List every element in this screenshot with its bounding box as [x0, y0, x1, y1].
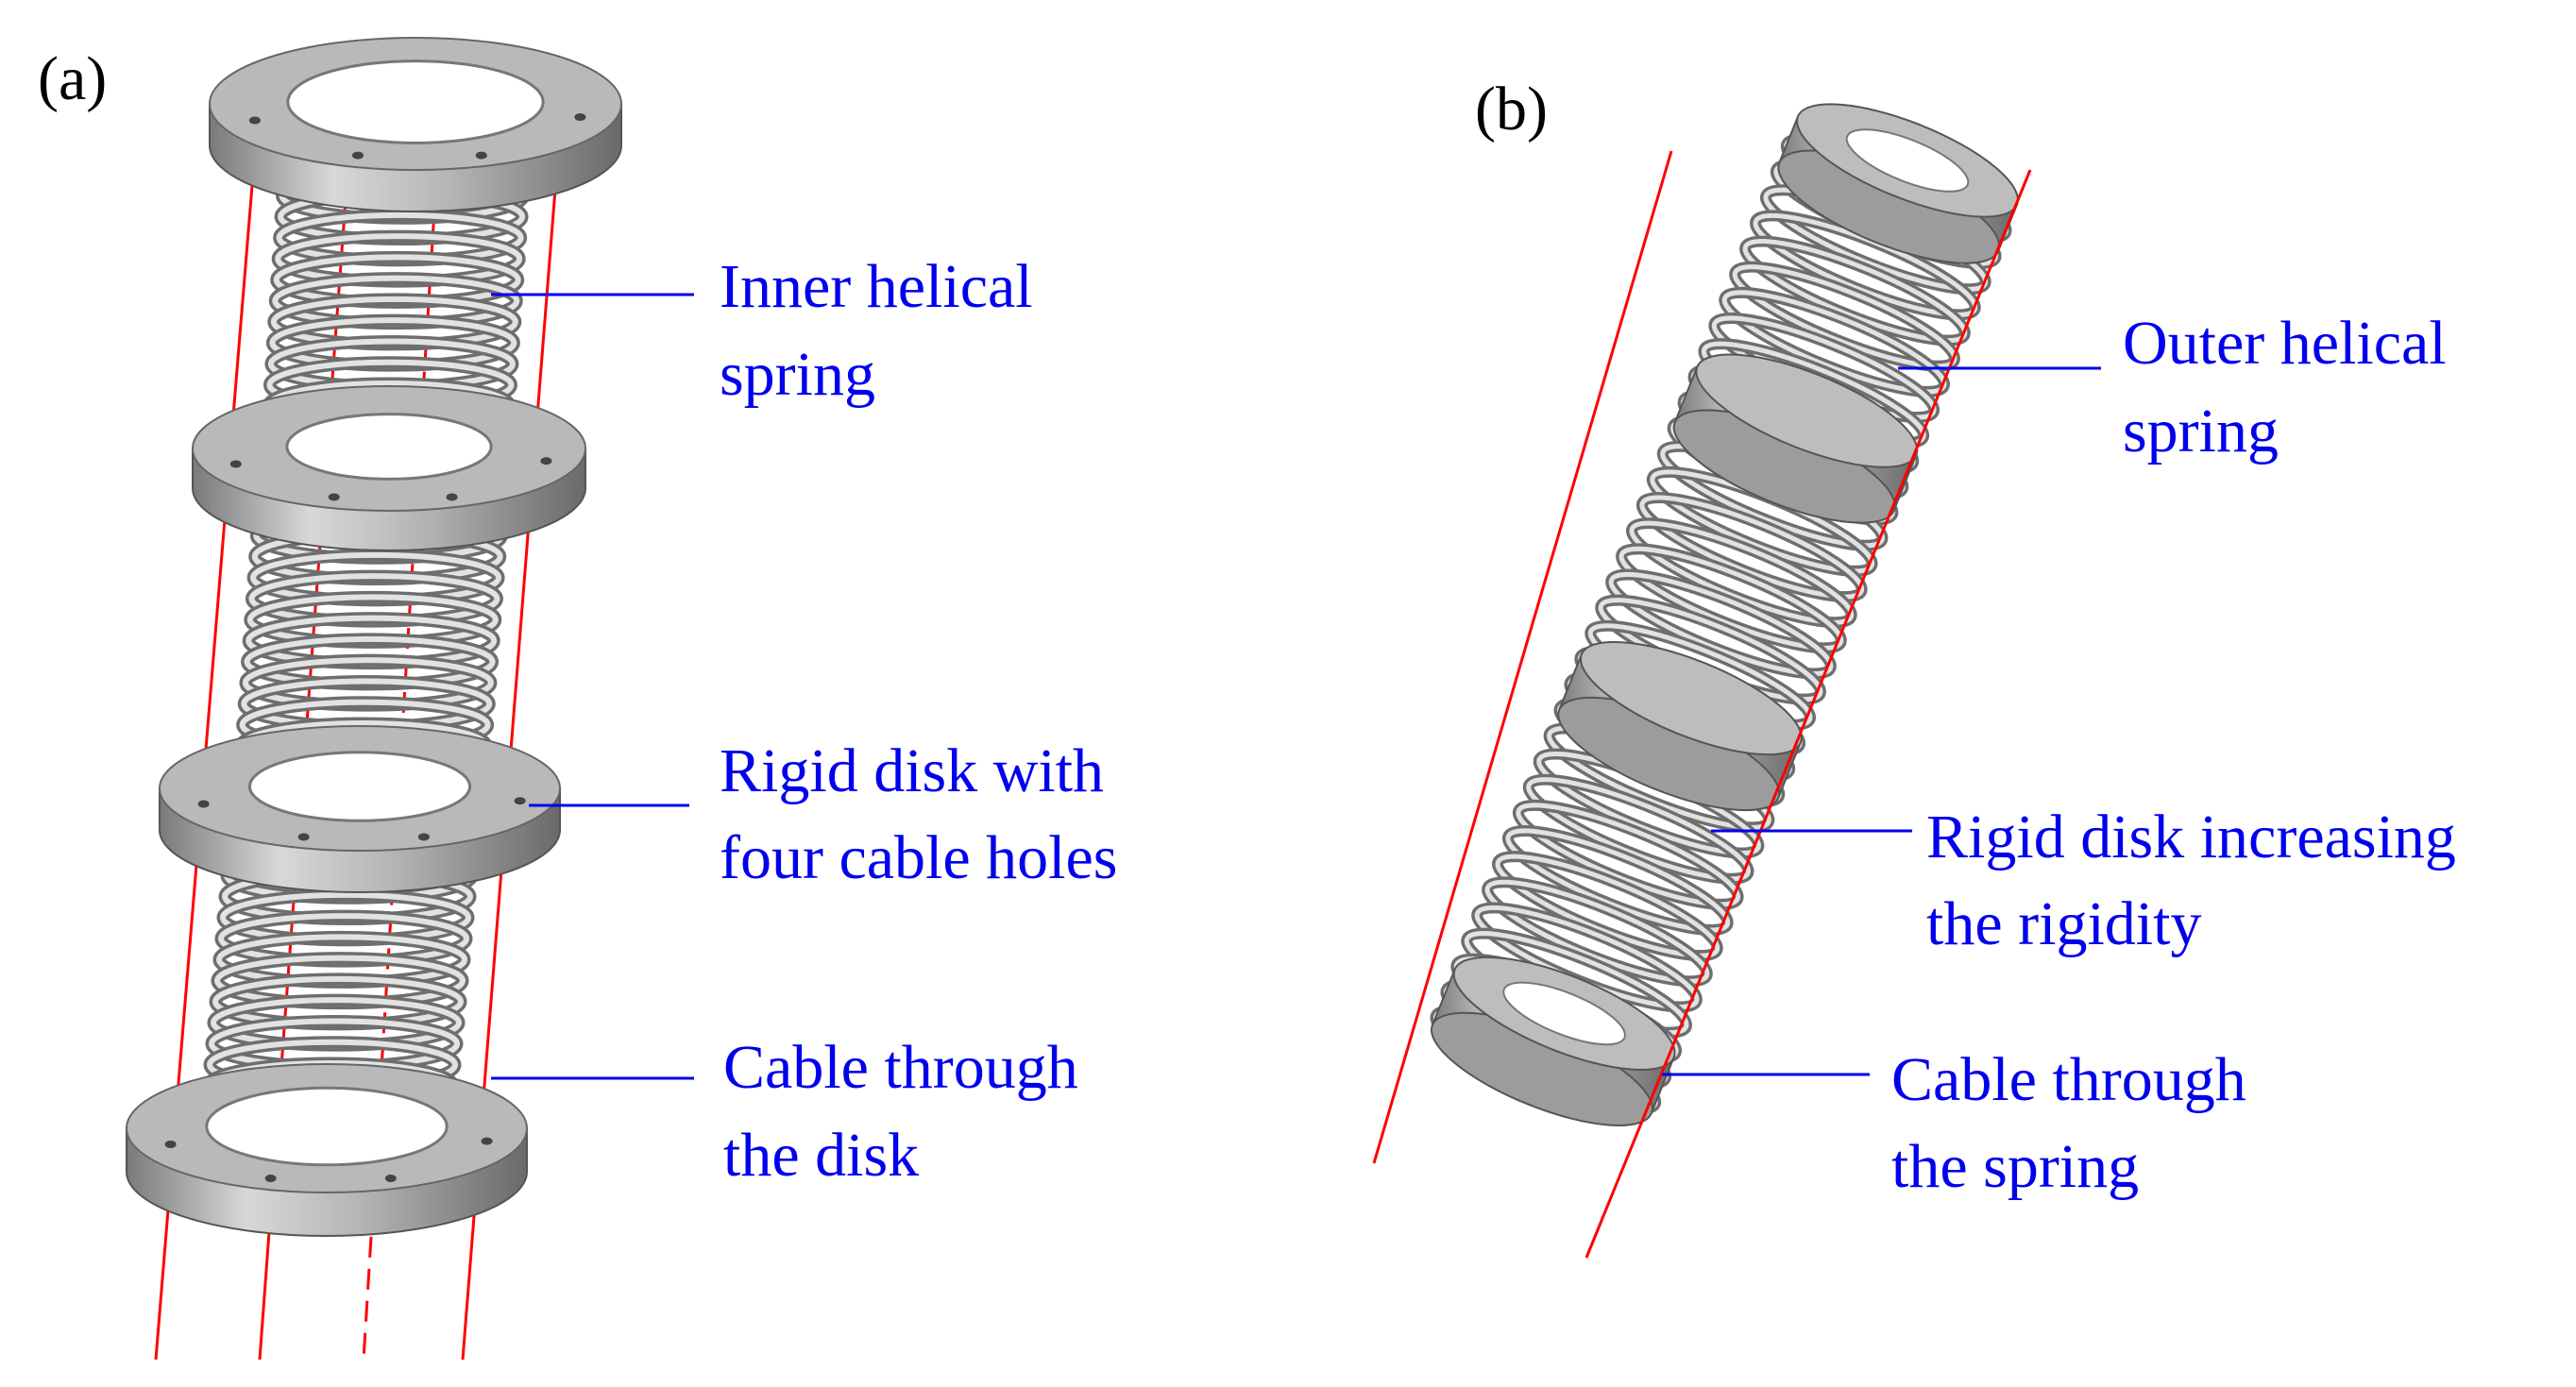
callout-b-1: Outer helical spring	[1898, 309, 2447, 465]
callout-text-line: Cable through	[1891, 1045, 2246, 1114]
callout-text-line: the spring	[1891, 1132, 2139, 1201]
rigid-disk-a-3	[159, 725, 561, 893]
callout-text-line: Cable through	[723, 1033, 1078, 1102]
cable-line-b-2	[1585, 169, 2032, 1259]
panel-b-label: (b)	[1475, 75, 1548, 144]
inner-spring-model	[126, 37, 622, 1361]
callout-a-1: Inner helical spring	[491, 252, 1033, 409]
rigid-disk-b-bottom	[1430, 956, 1676, 1126]
rigid-disk-b-upper	[1672, 353, 1919, 524]
rigid-disk-a-2	[192, 385, 586, 551]
callout-b-2: Rigid disk increasing the rigidity	[1711, 803, 2456, 958]
callout-text-line: Outer helical	[2123, 309, 2447, 378]
rigid-disk-a-4	[126, 1063, 528, 1237]
callout-text-line: Rigid disk increasing	[1926, 803, 2456, 871]
rigid-disk-b-lower	[1557, 640, 1803, 812]
callout-text-line: Rigid disk with	[720, 736, 1104, 805]
callout-a-3: Cable through the disk	[491, 1033, 1078, 1190]
callout-a-2: Rigid disk with four cable holes	[529, 736, 1118, 892]
callout-text-line: four cable holes	[720, 823, 1118, 892]
panel-a-label: (a)	[38, 44, 107, 113]
callout-text-line: the disk	[723, 1121, 919, 1190]
rigid-disk-a-1	[209, 37, 622, 212]
callout-text-line: spring	[720, 340, 875, 409]
cable-line-b-1	[1372, 150, 1673, 1164]
outer-spring-model	[1372, 103, 2032, 1259]
callout-text-line: Inner helical	[720, 252, 1033, 321]
callout-text-line: the rigidity	[1926, 889, 2201, 958]
callout-text-line: spring	[2123, 397, 2279, 465]
callout-b-3: Cable through the spring	[1662, 1045, 2246, 1201]
